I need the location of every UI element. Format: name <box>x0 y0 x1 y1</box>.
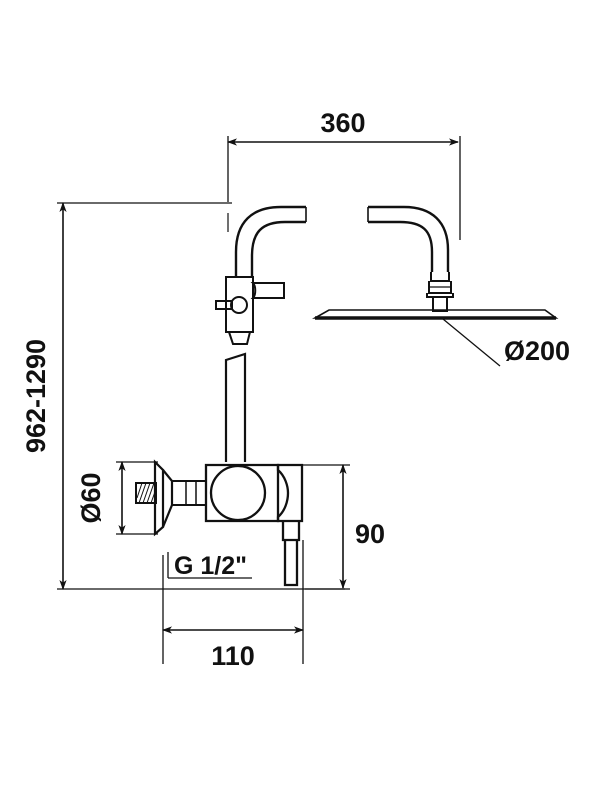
thread-callout-leader <box>167 552 252 579</box>
dimension-flange-diameter <box>116 461 158 535</box>
shower-arm-inner-right <box>368 220 434 272</box>
wall-flange <box>135 459 174 537</box>
valve-handle-mount <box>276 463 304 523</box>
shower-head-swivel <box>426 272 454 312</box>
lever-grip <box>283 540 299 587</box>
leader-line-head-diameter <box>442 318 501 367</box>
wall-bracket-taper <box>228 331 251 345</box>
label-spout-reach: 360 <box>320 108 365 138</box>
flange-cone <box>161 469 174 528</box>
dimension-install-height <box>57 202 345 590</box>
mixer-valve-body <box>171 463 304 523</box>
riser-pipe-outline <box>224 352 247 462</box>
wall-bracket-tab <box>250 282 285 299</box>
label-valve-height: 90 <box>355 519 385 549</box>
label-thread-size: G 1/2" <box>174 552 247 580</box>
shower-arm <box>234 205 450 278</box>
wall-bracket <box>215 276 285 345</box>
riser-pipe <box>224 352 247 462</box>
label-head-diameter: Ø200 <box>504 336 570 366</box>
label-valve-offset: 110 <box>211 641 255 671</box>
lever-handle <box>281 521 301 587</box>
shower-arm-outer-right <box>368 205 450 272</box>
valve-cartridge <box>209 464 267 522</box>
shower-arm-outer-left <box>234 205 306 278</box>
lever-neck <box>281 521 301 542</box>
thread-hatching <box>136 482 157 504</box>
label-install-height: 962-1290 <box>21 339 51 453</box>
wall-bracket-stub <box>215 300 233 310</box>
shower-arm-inner-left <box>250 220 306 278</box>
valve-inlet-nipple <box>171 480 207 506</box>
valve-body-box <box>204 463 280 523</box>
dimension-spout-reach <box>227 136 461 240</box>
shower-head-assembly <box>311 272 559 367</box>
thread-stub <box>135 482 157 504</box>
wall-bracket-knob <box>230 296 248 314</box>
dimension-valve-height <box>302 464 350 590</box>
shower-head-disc <box>311 309 559 320</box>
dimension-valve-offset <box>162 540 304 664</box>
label-flange-diameter: Ø60 <box>76 472 106 523</box>
wall-bracket-body <box>225 276 254 333</box>
